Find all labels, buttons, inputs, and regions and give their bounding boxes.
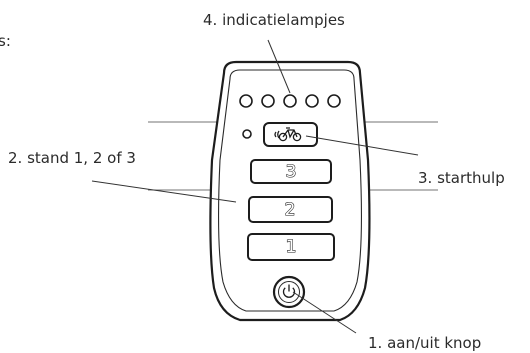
start-help-button[interactable] [263, 122, 318, 147]
power-button[interactable] [272, 275, 306, 309]
label-power-button: 1. aan/uit knop [368, 334, 481, 352]
level-3-button[interactable]: 3 [250, 159, 332, 184]
callout-line-levels [91, 180, 237, 203]
status-dot [242, 129, 252, 139]
level-2-button[interactable]: 2 [248, 196, 333, 223]
level-2-label: 2 [285, 200, 296, 220]
bicycle-icon [274, 127, 302, 142]
label-levels: 2. stand 1, 2 of 3 [8, 149, 136, 167]
level-3-label: 3 [286, 162, 297, 182]
indicator-lights [239, 94, 341, 108]
label-indicator-lights: 4. indicatielampjes [203, 11, 345, 29]
callout-line-indicators [267, 39, 291, 94]
indicator-lamp [261, 94, 275, 108]
indicator-lamp [305, 94, 319, 108]
partial-label-left: s: [0, 32, 11, 50]
label-start-help: 3. starthulp [418, 169, 505, 187]
indicator-lamp [327, 94, 341, 108]
callout-line-power [292, 291, 357, 334]
level-1-button[interactable]: 1 [247, 233, 335, 261]
power-icon [282, 284, 296, 298]
callout-line-start-help [305, 135, 419, 156]
level-1-label: 1 [286, 237, 297, 257]
indicator-lamp [283, 94, 297, 108]
indicator-lamp [239, 94, 253, 108]
